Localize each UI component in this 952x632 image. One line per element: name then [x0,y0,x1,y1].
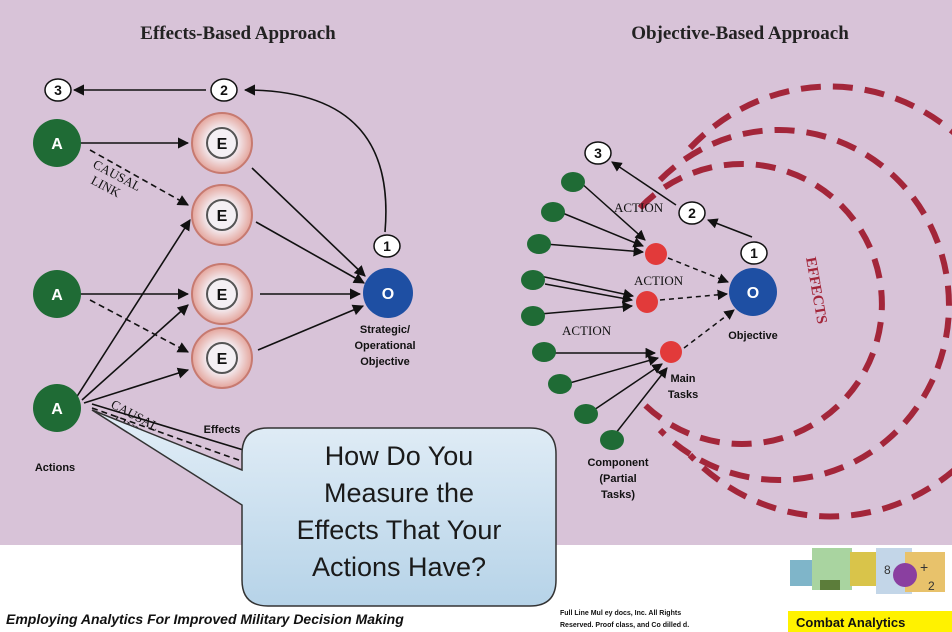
action-label-1: ACTION [614,200,664,215]
effect-node-1: E [191,112,253,174]
component-node [521,270,545,290]
effects-based-title: Effects-Based Approach [140,23,336,44]
objective-label-line-1: Strategic/ [360,324,410,336]
left-step-3-badge: 3 [44,78,72,102]
footer-title: Employing Analytics For Improved Militar… [6,611,404,627]
component-nodes [521,172,624,450]
objective-label-line-3: Objective [360,356,410,368]
component-node [521,306,545,326]
callout-line-4: Actions Have? [312,552,486,582]
main-tasks-label-line-2: Tasks [668,389,698,401]
objective-node: O [729,268,777,316]
callout-line-1: How Do You [325,441,474,471]
component-node [561,172,585,192]
footer-copyright-line-2: Reserved. Proof class, and Co dilled d. [560,622,689,629]
action-letter: A [51,136,63,153]
left-step-2-badge: 2 [210,78,238,102]
objective-label: Objective [728,330,778,342]
effect-letter: E [217,351,228,368]
component-node [600,430,624,450]
action-label-3: ACTION [562,323,612,338]
right-step-1-badge: 1 [740,241,768,265]
action-node-1: A [33,119,81,167]
action-letter: A [51,287,63,304]
main-task-node-1 [645,243,667,265]
component-node [541,202,565,222]
combat-analytics-badge: Combat Analytics [788,611,952,632]
step-number: 3 [54,82,62,98]
question-callout: How Do You Measure the Effects That Your… [91,409,557,607]
combat-analytics-label: Combat Analytics [796,615,905,630]
component-node [527,234,551,254]
right-step-3-badge: 3 [584,141,612,165]
effects-based-diagram: A A A E E E E [33,78,416,474]
step-number: 1 [383,238,391,254]
main-task-node-2 [636,291,658,313]
objective-letter: O [747,285,759,302]
svg-text:+: + [920,559,928,575]
footer-copyright-line-1: Full Line Mul ey docs, Inc. All Rights [560,610,681,617]
step-number: 1 [750,245,758,261]
effect-node-4: E [191,327,253,389]
strategic-objective-node: O [363,268,413,318]
component-label-line-1: Component [587,457,648,469]
objective-letter: O [382,286,394,303]
action-letter: A [51,401,63,418]
step-number: 2 [220,82,228,98]
component-node [532,342,556,362]
step-number: 3 [594,145,602,161]
callout-line-3: Effects That Your [297,515,502,545]
objective-based-diagram: EFFECTS [521,83,952,520]
step-number: 2 [688,205,696,221]
component-label-line-2: (Partial [599,473,636,485]
right-step-2-badge: 2 [678,201,706,225]
main-task-node-3 [660,341,682,363]
effect-letter: E [217,208,228,225]
action-node-2: A [33,270,81,318]
component-node [574,404,598,424]
action-node-3: A [33,384,81,432]
effect-node-2: E [191,184,253,246]
callout-line-2: Measure the [324,478,474,508]
actions-label: Actions [35,462,75,474]
effect-node-3: E [191,263,253,325]
svg-text:8: 8 [884,563,891,577]
component-node [548,374,572,394]
svg-text:2: 2 [928,579,935,593]
effect-letter: E [217,136,228,153]
effects-label: Effects [204,424,241,436]
right-connectors [539,161,753,439]
effects-rings [637,83,952,520]
action-label-2: ACTION [634,273,684,288]
combat-analytics-clipart: 8 + 2 [784,546,952,610]
left-step-1-badge: 1 [373,234,401,258]
effect-letter: E [217,287,228,304]
left-connectors [72,84,387,464]
main-tasks-label-line-1: Main [670,373,695,385]
objective-label-line-2: Operational [354,340,415,352]
objective-based-title: Objective-Based Approach [631,23,849,44]
component-label-line-3: Tasks) [601,489,635,501]
